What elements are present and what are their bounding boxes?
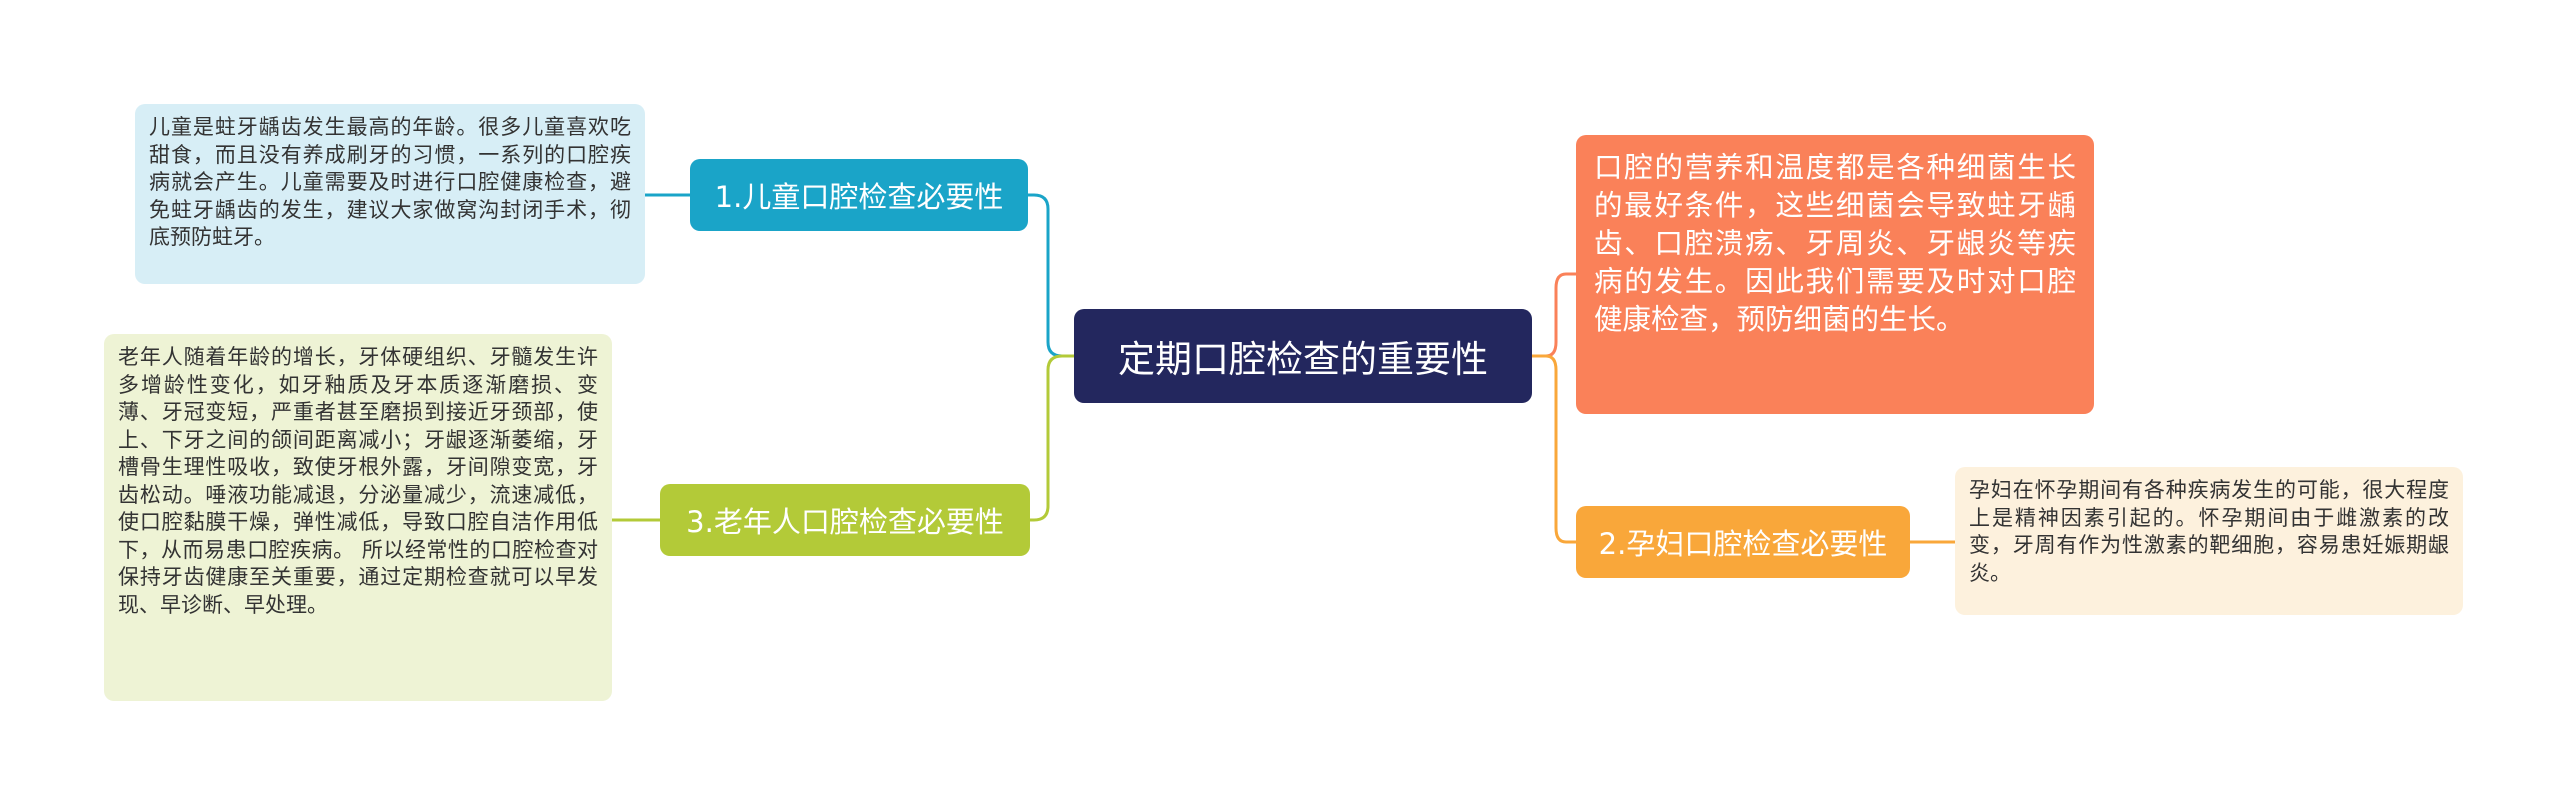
- connector-root-child: [1028, 193, 1074, 358]
- leaf-pregnant-exam-text: 孕妇在怀孕期间有各种疾病发生的可能，很大程度上是精神因素引起的。怀孕期间由于雌激…: [1969, 478, 2449, 585]
- branch-elder-exam-label: 3.老年人口腔检查必要性: [686, 505, 1004, 539]
- leaf-elder-exam-detail[interactable]: 老年人随着年龄的增长，牙体硬组织、牙髓发生许多增龄性变化，如牙釉质及牙本质逐渐磨…: [104, 334, 612, 701]
- central-topic[interactable]: 定期口腔检查的重要性: [1074, 309, 1532, 403]
- branch-pregnant-exam-label: 2.孕妇口腔检查必要性: [1598, 527, 1888, 561]
- central-topic-label: 定期口腔检查的重要性: [1118, 338, 1488, 381]
- connector-root-bacteria: [1532, 272, 1576, 358]
- leaf-pregnant-exam-detail[interactable]: 孕妇在怀孕期间有各种疾病发生的可能，很大程度上是精神因素引起的。怀孕期间由于雌激…: [1955, 467, 2463, 615]
- branch-elder-exam[interactable]: 3.老年人口腔检查必要性: [660, 484, 1030, 556]
- branch-pregnant-exam[interactable]: 2.孕妇口腔检查必要性: [1576, 506, 1910, 578]
- connector-root-elder: [1030, 354, 1074, 522]
- branch-bacteria-text[interactable]: 口腔的营养和温度都是各种细菌生长的最好条件，这些细菌会导致蛀牙龋齿、口腔溃疡、牙…: [1576, 135, 2094, 414]
- leaf-child-exam-detail[interactable]: 儿童是蛀牙龋齿发生最高的年龄。很多儿童喜欢吃甜食，而且没有养成刷牙的习惯，一系列…: [135, 104, 645, 284]
- branch-bacteria-label: 口腔的营养和温度都是各种细菌生长的最好条件，这些细菌会导致蛀牙龋齿、口腔溃疡、牙…: [1594, 151, 2076, 336]
- branch-child-exam-label: 1.儿童口腔检查必要性: [714, 180, 1004, 214]
- leaf-elder-exam-text: 老年人随着年龄的增长，牙体硬组织、牙髓发生许多增龄性变化，如牙釉质及牙本质逐渐磨…: [118, 345, 598, 617]
- branch-child-exam[interactable]: 1.儿童口腔检查必要性: [690, 159, 1028, 231]
- leaf-child-exam-text: 儿童是蛀牙龋齿发生最高的年龄。很多儿童喜欢吃甜食，而且没有养成刷牙的习惯，一系列…: [149, 115, 631, 249]
- connector-root-pregnant: [1532, 354, 1576, 544]
